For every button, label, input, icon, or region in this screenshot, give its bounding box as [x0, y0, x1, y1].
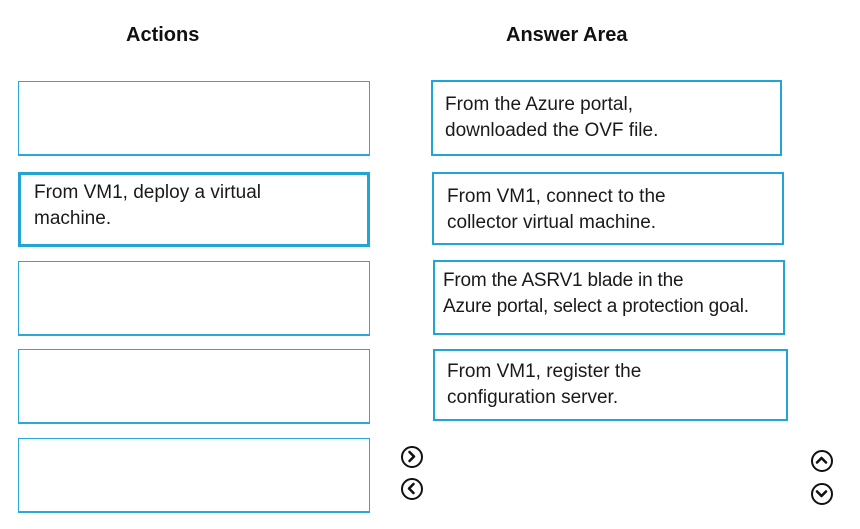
action-slot-3[interactable]: [18, 261, 370, 336]
answer-item-text: From VM1, connect to the collector virtu…: [447, 186, 666, 233]
chevron-up-icon: [815, 456, 828, 464]
action-slot-4[interactable]: [18, 349, 370, 424]
answer-item-text: From VM1, register the configuration ser…: [447, 361, 642, 408]
action-slot-5[interactable]: [18, 438, 370, 513]
chevron-right-icon: [408, 450, 416, 463]
move-right-button[interactable]: [401, 446, 423, 468]
answer-item-text: From the ASRV1 blade in the Azure portal…: [443, 270, 749, 317]
answer-area-heading: Answer Area: [506, 24, 628, 46]
action-item-deploy-vm[interactable]: From VM1, deploy a virtual machine.: [18, 172, 370, 247]
chevron-left-icon: [407, 482, 415, 495]
move-up-button[interactable]: [811, 450, 833, 472]
move-left-button[interactable]: [401, 478, 423, 500]
answer-item-connect-collector[interactable]: From VM1, connect to the collector virtu…: [432, 172, 784, 245]
answer-item-text: From the Azure portal, downloaded the OV…: [445, 94, 659, 141]
actions-heading: Actions: [126, 24, 200, 46]
chevron-down-icon: [815, 490, 828, 498]
answer-item-download-ovf[interactable]: From the Azure portal, downloaded the OV…: [431, 80, 782, 156]
move-down-button[interactable]: [811, 483, 833, 505]
action-item-text: From VM1, deploy a virtual machine.: [34, 182, 262, 229]
action-slot-1[interactable]: [18, 81, 370, 156]
answer-item-select-protection-goal[interactable]: From the ASRV1 blade in the Azure portal…: [433, 260, 785, 335]
answer-item-register-config-server[interactable]: From VM1, register the configuration ser…: [433, 349, 788, 421]
